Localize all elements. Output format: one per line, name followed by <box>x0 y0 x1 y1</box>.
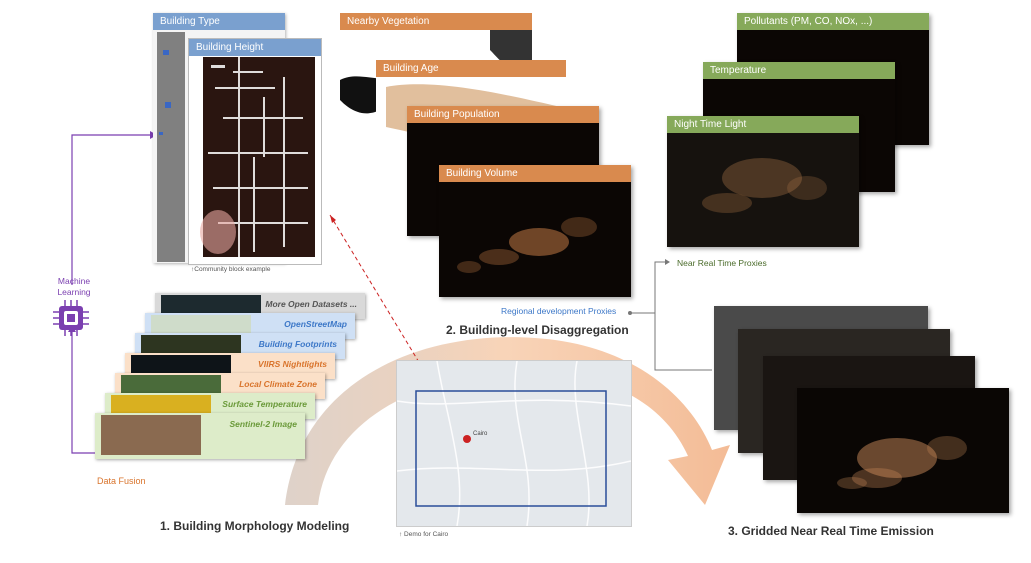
layer-title: Night Time Light <box>667 116 859 133</box>
night-time-light-layer: Night Time Light <box>667 116 859 247</box>
cairo-demo-map: Cairo <box>396 360 632 527</box>
ml-label-line2: Learning <box>57 287 91 297</box>
building-height-layer: Building Height <box>188 38 322 265</box>
dataset-thumbnail <box>111 395 211 415</box>
dataset-thumbnail <box>121 375 221 395</box>
city-label: Cairo <box>473 431 488 437</box>
regional-proxies-label: Regional development Proxies <box>501 306 617 316</box>
layer-title: Pollutants (PM, CO, NOx, ...) <box>737 13 929 30</box>
dataset-thumbnail <box>141 335 241 355</box>
chip-icon <box>53 300 89 336</box>
dataset-label: Building Footprints <box>258 339 337 349</box>
building-type-map <box>157 32 185 262</box>
dataset-label: VIIRS Nightlights <box>258 359 327 369</box>
layer-title: Temperature <box>703 62 895 79</box>
layer-title: Building Type <box>153 13 285 30</box>
ml-label-line1: Machine <box>57 276 91 286</box>
building-volume-map <box>457 217 597 273</box>
dataset-label: More Open Datasets ... <box>265 299 357 309</box>
night-light-map <box>702 158 827 213</box>
emission-map <box>837 436 967 489</box>
stage3-title: 3. Gridded Near Real Time Emission <box>728 524 934 538</box>
dataset-thumbnail <box>161 295 261 315</box>
dataset-label: OpenStreetMap <box>284 319 347 329</box>
stage1-title: 1. Building Morphology Modeling <box>160 519 350 533</box>
layer-title: Building Volume <box>439 165 631 182</box>
dataset-label: Surface Temperature <box>222 399 307 409</box>
building-height-map <box>193 57 315 257</box>
layer-title: Nearby Vegetation <box>340 13 532 30</box>
stage2-title: 2. Building-level Disaggregation <box>446 323 629 337</box>
layer-title: Building Age <box>376 60 566 77</box>
dataset-thumbnail <box>131 355 231 375</box>
near-real-time-proxies-label: Near Real Time Proxies <box>677 258 767 268</box>
community-caption: ↑Community block example <box>191 266 271 273</box>
demo-caption: ↑ Demo for Cairo <box>399 531 449 538</box>
dataset-thumbnail <box>151 315 251 335</box>
dataset-thumbnail <box>101 415 201 455</box>
building-volume-layer: Building Volume <box>439 165 631 297</box>
cairo-marker-icon <box>463 435 471 443</box>
data-fusion-label: Data Fusion <box>97 476 146 486</box>
layer-title: Building Height <box>189 39 321 56</box>
dataset-label: Local Climate Zone <box>239 379 317 389</box>
layer-title: Building Population <box>407 106 599 123</box>
dataset-card: Sentinel-2 Image <box>95 413 305 459</box>
emission-layer-4 <box>797 388 1009 513</box>
map-roads <box>396 360 632 527</box>
dataset-label: Sentinel-2 Image <box>229 419 297 429</box>
